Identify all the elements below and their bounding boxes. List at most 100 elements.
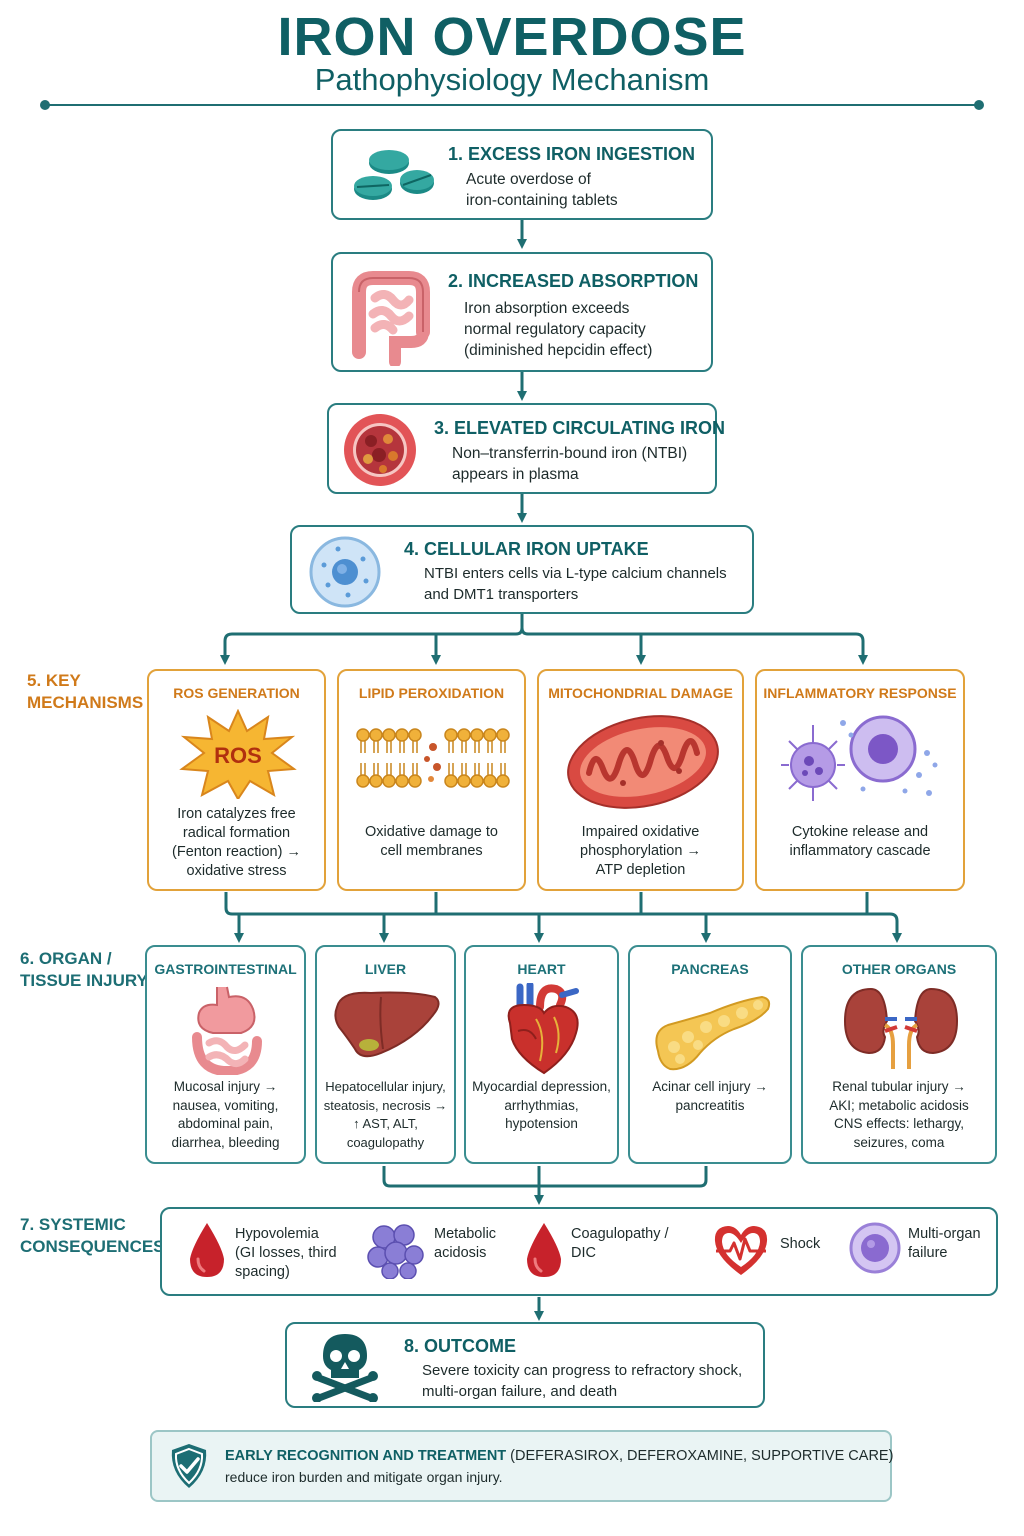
organ-description: Hepatocellular injury, steatosis, necros…	[317, 1078, 454, 1152]
organ-description: Renal tubular injury → AKI; metabolic ac…	[803, 1078, 995, 1152]
mechanisms-section-label: 5. KEY MECHANISMS	[27, 670, 143, 714]
blood-drop-icon	[190, 1223, 224, 1277]
desc-line: Renal tubular injury →	[832, 1079, 966, 1094]
mechanism-title: MITOCHONDRIAL DAMAGE	[548, 685, 733, 701]
desc-line: AKI; metabolic acidosis	[829, 1097, 969, 1113]
systemic-consequences-panel: Hypovolemia (GI losses, third spacing) M…	[160, 1207, 998, 1296]
desc-line: and DMT1 transporters	[424, 586, 579, 603]
desc-line: ↑ AST, ALT,	[353, 1116, 418, 1131]
title-divider	[44, 104, 980, 106]
desc-line: oxidative stress	[186, 863, 287, 879]
desc-line: phosphorylation →	[580, 843, 701, 859]
label-line: MECHANISMS	[27, 693, 144, 712]
desc-line: multi-organ failure, and death	[422, 1383, 618, 1400]
desc-line: Oxidative damage to	[365, 824, 498, 840]
organ-liver: LIVER Hepatocellular injury, steatosis, …	[315, 945, 456, 1164]
desc-line: coagulopathy	[346, 1134, 425, 1150]
desc-line: diarrhea, bleeding	[171, 1134, 280, 1150]
desc-line: Coagulopathy /	[571, 1226, 669, 1242]
treatment-line-2: reduce iron burden and mitigate organ in…	[225, 1469, 503, 1485]
treatment-line-1: EARLY RECOGNITION AND TREATMENT (DEFERAS…	[225, 1448, 893, 1464]
desc-line: acidosis	[434, 1245, 487, 1261]
mechanism-description: Iron catalyzes free radical formation (F…	[149, 805, 324, 881]
desc-line: Shock	[780, 1236, 821, 1252]
organ-title: LIVER	[364, 961, 407, 977]
step-description: Non–transferrin-bound iron (NTBI) appear…	[452, 443, 687, 485]
organ-pancreas: PANCREAS Acinar cell injury → pancreatit…	[628, 945, 792, 1164]
desc-line: seizures, coma	[853, 1134, 945, 1150]
mechanism-description: Cytokine release and inflammatory cascad…	[757, 823, 963, 861]
cell-icon	[309, 536, 381, 608]
desc-line: Severe toxicity can progress to refracto…	[422, 1362, 743, 1379]
step-title: 1. EXCESS IRON INGESTION	[448, 144, 696, 164]
treatment-heading: EARLY RECOGNITION AND TREATMENT	[225, 1448, 507, 1464]
desc-line: Iron absorption exceeds	[464, 300, 630, 317]
step-title: 3. ELEVATED CIRCULATING IRON	[434, 418, 726, 438]
label-line: 6. ORGAN /	[20, 949, 112, 968]
organ-title: PANCREAS	[671, 961, 749, 977]
step-circulating-iron: 3. ELEVATED CIRCULATING IRON Non–transfe…	[327, 403, 725, 494]
desc-line: nausea, vomiting,	[172, 1097, 279, 1113]
desc-line: NTBI enters cells via L-type calcium cha…	[424, 565, 727, 582]
desc-line: Iron catalyzes free	[177, 806, 296, 822]
desc-line: (diminished hepcidin effect)	[464, 342, 653, 359]
systemic-item-metabolic-acidosis: Metabolic acidosis	[434, 1225, 496, 1263]
desc-line: Cytokine release and	[791, 824, 929, 840]
molecule-cluster-icon	[367, 1224, 424, 1279]
desc-line: iron-containing tablets	[466, 192, 618, 209]
mechanism-title: ROS GENERATION	[173, 685, 300, 701]
shield-check-icon	[171, 1444, 207, 1488]
intestine-icon	[352, 271, 430, 366]
desc-line: failure	[908, 1245, 948, 1261]
systemic-item-hypovolemia: Hypovolemia (GI losses, third spacing)	[235, 1225, 337, 1282]
desc-line: abdominal pain,	[177, 1116, 274, 1131]
desc-line: Multi-organ	[908, 1226, 981, 1242]
step-description: Iron absorption exceeds normal regulator…	[464, 298, 652, 361]
organ-title: GASTROINTESTINAL	[154, 961, 297, 977]
divider-dot-left	[40, 100, 50, 110]
desc-line: DIC	[571, 1245, 596, 1261]
desc-line: CNS effects: lethargy,	[833, 1116, 965, 1131]
label-line: CONSEQUENCES	[20, 1237, 165, 1256]
heart-icon	[507, 983, 579, 1075]
desc-line: Metabolic	[434, 1226, 497, 1242]
blood-drop-icon	[527, 1223, 561, 1277]
organ-other-organs: OTHER ORGANS Renal tubular injury → AKI;…	[801, 945, 997, 1164]
mechanism-title: LIPID PEROXIDATION	[358, 685, 505, 701]
systemic-item-coagulopathy: Coagulopathy / DIC	[571, 1225, 669, 1263]
organ-title: OTHER ORGANS	[841, 961, 957, 977]
desc-line: arrhythmias,	[504, 1097, 579, 1113]
mechanism-title: INFLAMMATORY RESPONSE	[763, 685, 957, 701]
step-description: Acute overdose of iron-containing tablet…	[466, 169, 618, 211]
label-line: TISSUE INJURY	[20, 971, 148, 990]
organ-heart: HEART Myocardial depression, arrhythmias…	[464, 945, 619, 1164]
step-title: 4. CELLULAR IRON UPTAKE	[404, 539, 649, 559]
organ-description: Acinar cell injury → pancreatitis	[630, 1078, 790, 1115]
kidneys-icon	[843, 987, 959, 1069]
desc-line: ATP depletion	[595, 862, 686, 878]
ros-burst-icon: ROS	[179, 709, 297, 799]
mechanism-description: Impaired oxidative phosphorylation → ATP…	[539, 823, 742, 880]
desc-line: pancreatitis	[675, 1097, 745, 1113]
mechanism-lipid-peroxidation: LIPID PEROXIDATION Oxidative damage to c…	[337, 669, 526, 891]
desc-line: Acute overdose of	[466, 171, 591, 188]
step-description: NTBI enters cells via L-type calcium cha…	[424, 563, 727, 605]
heart-pulse-icon	[714, 1226, 768, 1275]
stomach-icon	[192, 986, 262, 1075]
desc-line: Hepatocellular injury,	[325, 1079, 446, 1094]
treatment-options: (DEFERASIROX, DEFEROXAMINE, SUPPORTIVE C…	[506, 1448, 894, 1464]
desc-line: Hypovolemia	[235, 1226, 319, 1242]
mechanism-mitochondrial-damage: MITOCHONDRIAL DAMAGE Impaired oxidative …	[537, 669, 744, 891]
skull-crossbones-icon	[312, 1334, 378, 1402]
organ-description: Mucosal injury → nausea, vomiting, abdom…	[147, 1078, 304, 1152]
desc-line: spacing)	[235, 1264, 290, 1280]
organ-title: HEART	[517, 961, 566, 977]
lipid-bilayer-icon	[356, 728, 510, 788]
mechanism-inflammatory-response: INFLAMMATORY RESPONSE Cytokine release a…	[755, 669, 965, 891]
desc-line: appears in plasma	[452, 466, 579, 483]
desc-line: steatosis, necrosis →	[323, 1097, 448, 1113]
liver-icon	[334, 991, 440, 1058]
step-outcome: 8. OUTCOME Severe toxicity can progress …	[285, 1322, 765, 1408]
step-title: 2. INCREASED ABSORPTION	[448, 271, 699, 291]
